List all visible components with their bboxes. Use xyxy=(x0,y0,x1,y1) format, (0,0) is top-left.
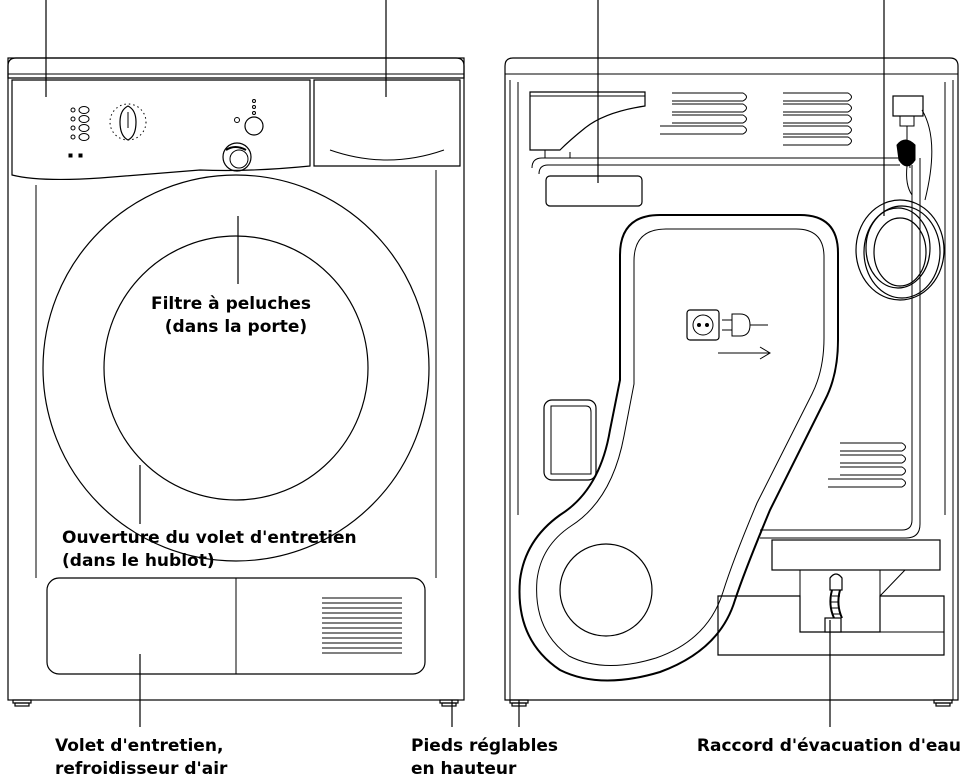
rating-plate xyxy=(545,175,643,207)
power-socket-icon xyxy=(686,309,720,341)
program-selector-knob xyxy=(109,103,147,141)
duct-outer xyxy=(518,214,839,682)
air-cooler-label-2: refroidisseur d'air xyxy=(55,759,228,779)
control-panel xyxy=(11,79,311,181)
service-flap-label-2: (dans le hublot) xyxy=(62,551,215,571)
rear-top-vents xyxy=(660,92,852,146)
arrow-right-icon xyxy=(718,346,771,360)
leader-lines xyxy=(45,0,885,727)
door-outer-ring xyxy=(42,174,430,562)
door-handle xyxy=(222,142,252,172)
front-view xyxy=(7,57,465,707)
rear-drum-window xyxy=(559,543,653,637)
rear-body xyxy=(504,57,959,701)
plug-icon xyxy=(722,313,768,337)
duct-inner xyxy=(536,228,825,666)
front-feet xyxy=(12,699,459,707)
rear-feet xyxy=(509,699,953,707)
water-container-drawer xyxy=(313,79,461,167)
air-cooler-vents xyxy=(322,597,402,654)
drain-label: Raccord d'évacuation d'eau xyxy=(697,736,961,756)
front-top-lid xyxy=(7,57,465,79)
side-slot xyxy=(543,399,597,481)
rear-view xyxy=(504,57,959,707)
bottom-housing xyxy=(717,539,945,656)
door-porthole xyxy=(103,235,369,501)
feet-label-2: en hauteur xyxy=(411,759,517,779)
lint-filter-label-2: (dans la porte) xyxy=(165,317,307,337)
feet-label-1: Pieds réglables xyxy=(411,736,558,756)
lint-filter-label-1: Filtre à peluches xyxy=(151,294,311,314)
condensate-tank xyxy=(529,91,646,151)
drain-hose-connector xyxy=(824,573,843,633)
air-cooler-label-1: Volet d'entretien, xyxy=(55,736,223,756)
indicator-lights xyxy=(68,106,90,158)
rear-lower-vents xyxy=(828,442,906,488)
service-flap-label-1: Ouverture du volet d'entretien xyxy=(62,528,357,548)
power-cord xyxy=(855,95,945,301)
start-button xyxy=(234,99,264,136)
